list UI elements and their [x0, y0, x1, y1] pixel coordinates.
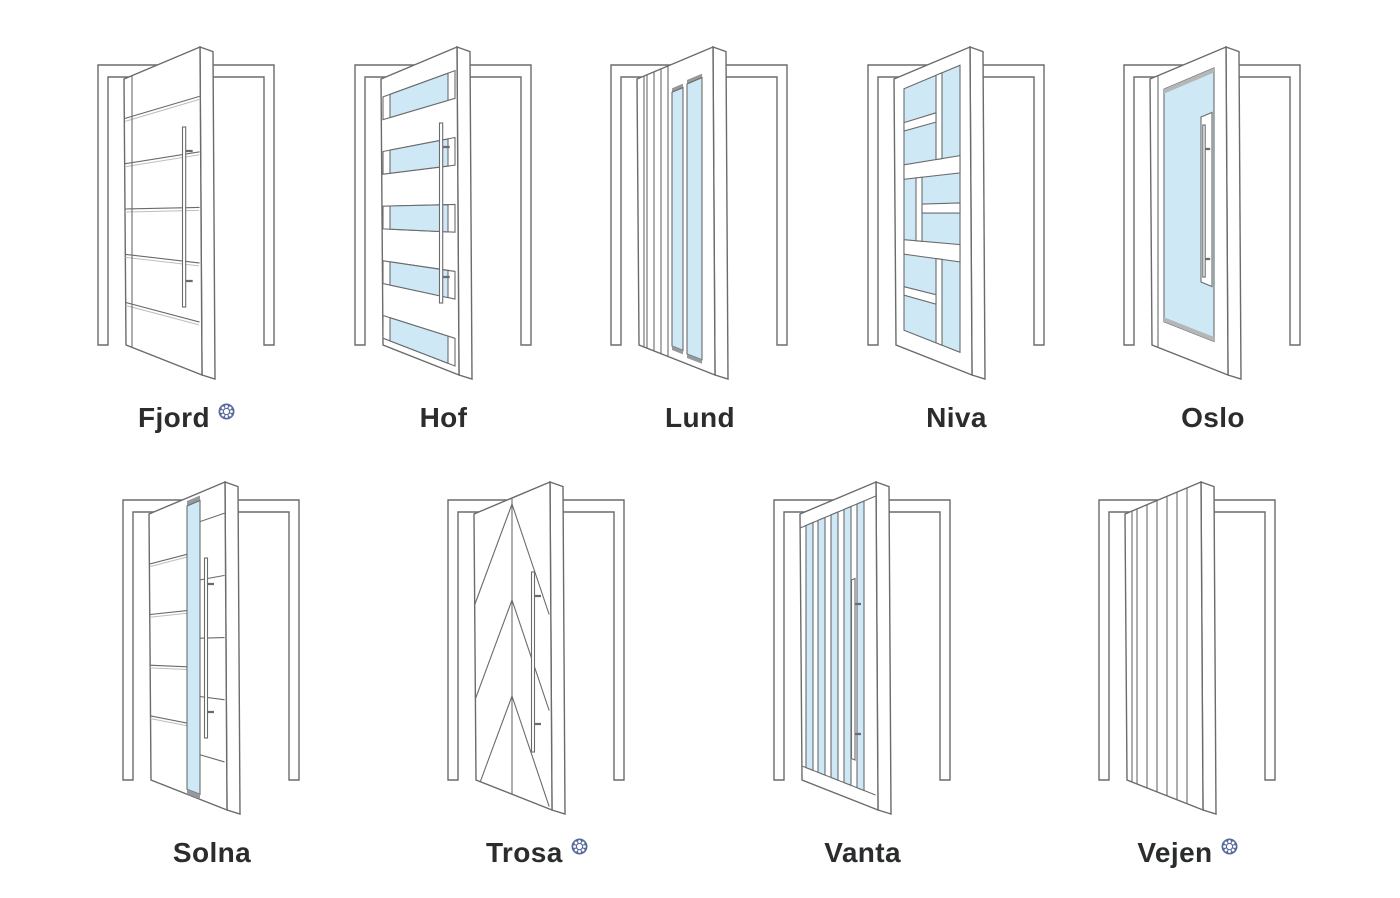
door-illustration-fjord [97, 45, 275, 380]
door-illustration-trosa [447, 480, 626, 815]
door-illustration-oslo [1123, 45, 1301, 380]
door-card-lund: Lund [575, 27, 825, 445]
door-name-hof: Hof [419, 402, 468, 433]
door-card-fjord: Fjord [62, 27, 312, 445]
door-illustration-niva [866, 45, 1045, 380]
frost-badge-icon [1221, 838, 1238, 855]
door-illustration-solna [122, 480, 300, 815]
door-card-trosa: Trosa [412, 462, 662, 880]
frost-badge-icon [571, 838, 588, 855]
door-illustration-lund [610, 45, 788, 380]
frost-badge-icon [218, 403, 235, 420]
door-card-vejen: Vejen [1063, 462, 1313, 880]
door-name-oslo: Oslo [1181, 402, 1245, 433]
door-row-2: Solna Trosa [0, 445, 1400, 880]
door-card-vanta: Vanta [738, 462, 988, 880]
door-card-niva: Niva [832, 27, 1082, 445]
door-card-hof: Hof [319, 27, 569, 445]
door-name-trosa: Trosa [485, 837, 563, 868]
door-name-vanta: Vanta [824, 837, 901, 868]
door-name-solna: Solna [172, 837, 252, 868]
door-card-solna: Solna [87, 462, 337, 880]
door-name-vejen: Vejen [1137, 837, 1213, 868]
door-name-niva: Niva [926, 402, 987, 433]
door-row-1: Fjord [0, 0, 1400, 445]
door-illustration-vejen [1098, 480, 1276, 815]
door-illustration-hof [353, 45, 532, 380]
door-illustration-vanta [772, 480, 951, 815]
door-card-oslo: Oslo [1088, 27, 1338, 445]
door-name-lund: Lund [664, 402, 735, 433]
door-name-fjord: Fjord [138, 402, 210, 433]
